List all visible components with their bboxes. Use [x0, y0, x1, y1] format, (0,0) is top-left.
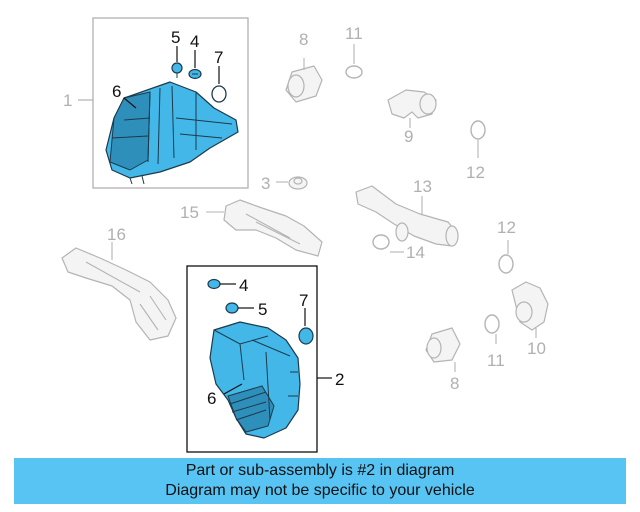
parts-diagram: 1 5 4 7 6 8 — [61, 17, 549, 453]
callout-9: 9 — [404, 127, 413, 146]
fastener-4-bottom[interactable] — [207, 278, 221, 290]
callout-5-top: 5 — [171, 28, 180, 47]
fastener-4-top[interactable] — [188, 68, 202, 80]
part-12-top[interactable] — [470, 120, 486, 158]
assembly-box-1-frame — [92, 17, 249, 189]
callout-8-bottom: 8 — [450, 374, 459, 393]
fastener-5-top[interactable] — [171, 62, 183, 78]
callout-12-top: 12 — [466, 163, 485, 182]
part-12-bottom[interactable] — [498, 240, 514, 274]
leader-6-bottom — [223, 383, 243, 395]
part-15[interactable] — [206, 199, 323, 257]
part-8-bottom[interactable] — [425, 327, 461, 372]
assembly-box-1: 1 5 4 7 6 — [63, 17, 249, 189]
part-3[interactable] — [276, 176, 308, 190]
banner-line-1: Part or sub-assembly is #2 in diagram — [185, 462, 455, 479]
seal-ring-7-top[interactable] — [211, 85, 227, 103]
part-11-bottom[interactable] — [484, 314, 500, 344]
assembly-box-2-frame — [186, 265, 318, 453]
info-banner: Part or sub-assembly is #2 in diagram Di… — [14, 458, 626, 504]
seal-ring-7-bottom[interactable] — [298, 327, 314, 345]
callout-6-bottom: 6 — [207, 389, 216, 408]
part-11-top[interactable] — [345, 44, 363, 79]
callout-10: 10 — [527, 339, 546, 358]
part-9[interactable] — [387, 89, 437, 128]
banner-line-2: Diagram may not be specific to your vehi… — [165, 482, 475, 499]
callout-11-bottom: 11 — [487, 351, 505, 370]
air-cleaner-housing-upper[interactable] — [105, 81, 239, 185]
fastener-5-bottom[interactable] — [225, 302, 239, 314]
part-13[interactable] — [355, 185, 459, 247]
callout-7-bottom: 7 — [299, 291, 308, 310]
callout-15: 15 — [180, 203, 199, 222]
callout-1: 1 — [63, 91, 72, 110]
part-16[interactable] — [61, 242, 177, 341]
callout-16: 16 — [107, 225, 126, 244]
assembly-box-2: 2 4 5 7 6 — [186, 265, 344, 453]
callout-5-bottom: 5 — [258, 300, 267, 319]
leader-6-top — [123, 97, 137, 109]
callout-12-bottom: 12 — [497, 218, 516, 237]
callout-7-top: 7 — [214, 48, 223, 67]
part-14[interactable] — [372, 234, 404, 253]
callout-13: 13 — [413, 177, 432, 196]
callout-6-top: 6 — [112, 82, 121, 101]
part-8-top[interactable] — [285, 58, 323, 103]
callout-4-bottom: 4 — [239, 276, 248, 295]
part-10[interactable] — [511, 281, 549, 338]
callout-2: 2 — [335, 370, 344, 389]
callout-8-top: 8 — [299, 30, 308, 49]
callout-11-top: 11 — [345, 24, 363, 43]
callout-4-top: 4 — [190, 32, 199, 51]
air-cleaner-housing-highlighted[interactable] — [209, 321, 301, 439]
callout-3: 3 — [261, 174, 270, 193]
callout-14: 14 — [406, 243, 425, 262]
